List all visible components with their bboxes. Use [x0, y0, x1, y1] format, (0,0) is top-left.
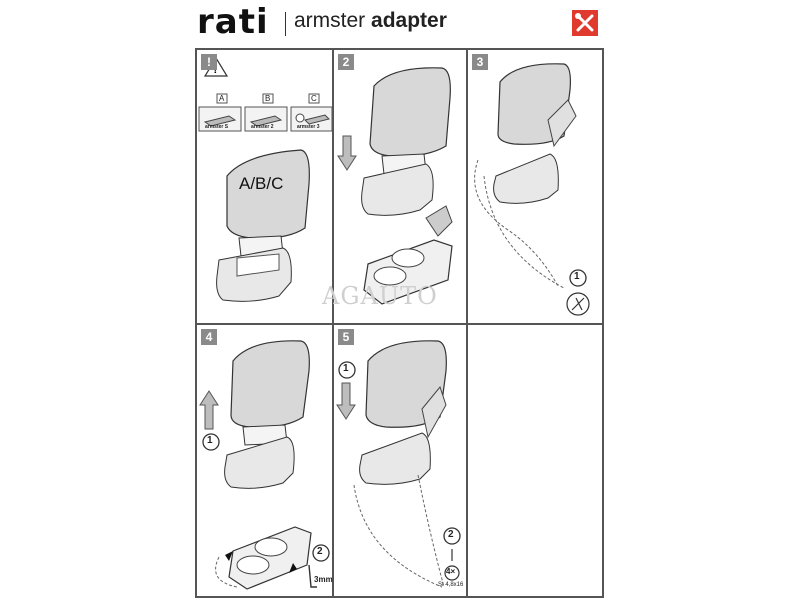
- screw-count: 4×: [446, 567, 456, 576]
- panel-step-3: 3 1: [467, 49, 603, 324]
- instruction-grid: !: [195, 48, 604, 598]
- screwdriver-icon: [566, 292, 590, 316]
- up-arrow-icon: [199, 390, 219, 430]
- step-badge: 2: [338, 54, 354, 70]
- screw-spec: St 4,8x16: [438, 582, 464, 588]
- step-circle-icon: [443, 527, 461, 545]
- header: rati armster adapter: [0, 0, 800, 48]
- down-arrow-icon: [336, 382, 356, 420]
- product-variant: adapter: [371, 9, 447, 32]
- type-a-model: armster S: [205, 124, 229, 130]
- type-box-b: [244, 93, 288, 132]
- type-b-letter: B: [265, 94, 271, 103]
- drill-size: 3mm: [314, 575, 333, 584]
- step-number-1: 1: [207, 435, 213, 446]
- type-box-a: [198, 93, 242, 132]
- step-badge: 3: [472, 54, 488, 70]
- type-c-letter: C: [311, 94, 317, 103]
- panel-step-5: 5 1 2 4× St 4,8x16: [333, 324, 467, 597]
- adapter-type-label: A/B/C: [239, 174, 284, 193]
- product-name: armster: [294, 9, 366, 32]
- product-title: armster adapter: [294, 9, 447, 33]
- armrest-lifted: [224, 340, 310, 489]
- type-a-letter: A: [219, 94, 225, 103]
- step-number-2: 2: [448, 529, 454, 540]
- brand-logo: rati: [197, 2, 269, 42]
- step-circle-icon: [569, 269, 587, 287]
- type-b-model: armster 2: [251, 124, 274, 130]
- step-badge: !: [201, 54, 217, 70]
- svg-text:!: !: [214, 64, 218, 76]
- drill-icon: [308, 564, 317, 588]
- title-separator: [285, 12, 286, 36]
- panel-warning: !: [196, 49, 333, 324]
- panel-empty: [467, 324, 603, 597]
- armrest-illustration: [216, 149, 310, 302]
- tools-icon: [572, 10, 598, 36]
- step-badge: 4: [201, 329, 217, 345]
- step-circle-icon: [338, 361, 356, 379]
- down-arrow-icon: [337, 135, 357, 171]
- console-base: [363, 205, 453, 305]
- step-circle-icon: [312, 544, 330, 562]
- type-box-c: [290, 93, 333, 132]
- step-number-2: 2: [317, 546, 323, 557]
- watermark: AGAUTO: [322, 282, 438, 310]
- screw-icon: [444, 549, 460, 581]
- panel-step-2: 2: [333, 49, 467, 324]
- type-c-model: armster 3: [297, 124, 320, 130]
- step-number-1: 1: [574, 271, 580, 282]
- step-badge: 5: [338, 329, 354, 345]
- step-circle-icon: [202, 433, 220, 451]
- armrest-side-view: [474, 63, 577, 289]
- armrest-lid: [361, 67, 451, 216]
- console-with-markers: [215, 526, 312, 590]
- panel-step-4: 4 1 2 3mm: [196, 324, 333, 597]
- armrest-final: [353, 340, 447, 588]
- step-number-1: 1: [343, 363, 349, 374]
